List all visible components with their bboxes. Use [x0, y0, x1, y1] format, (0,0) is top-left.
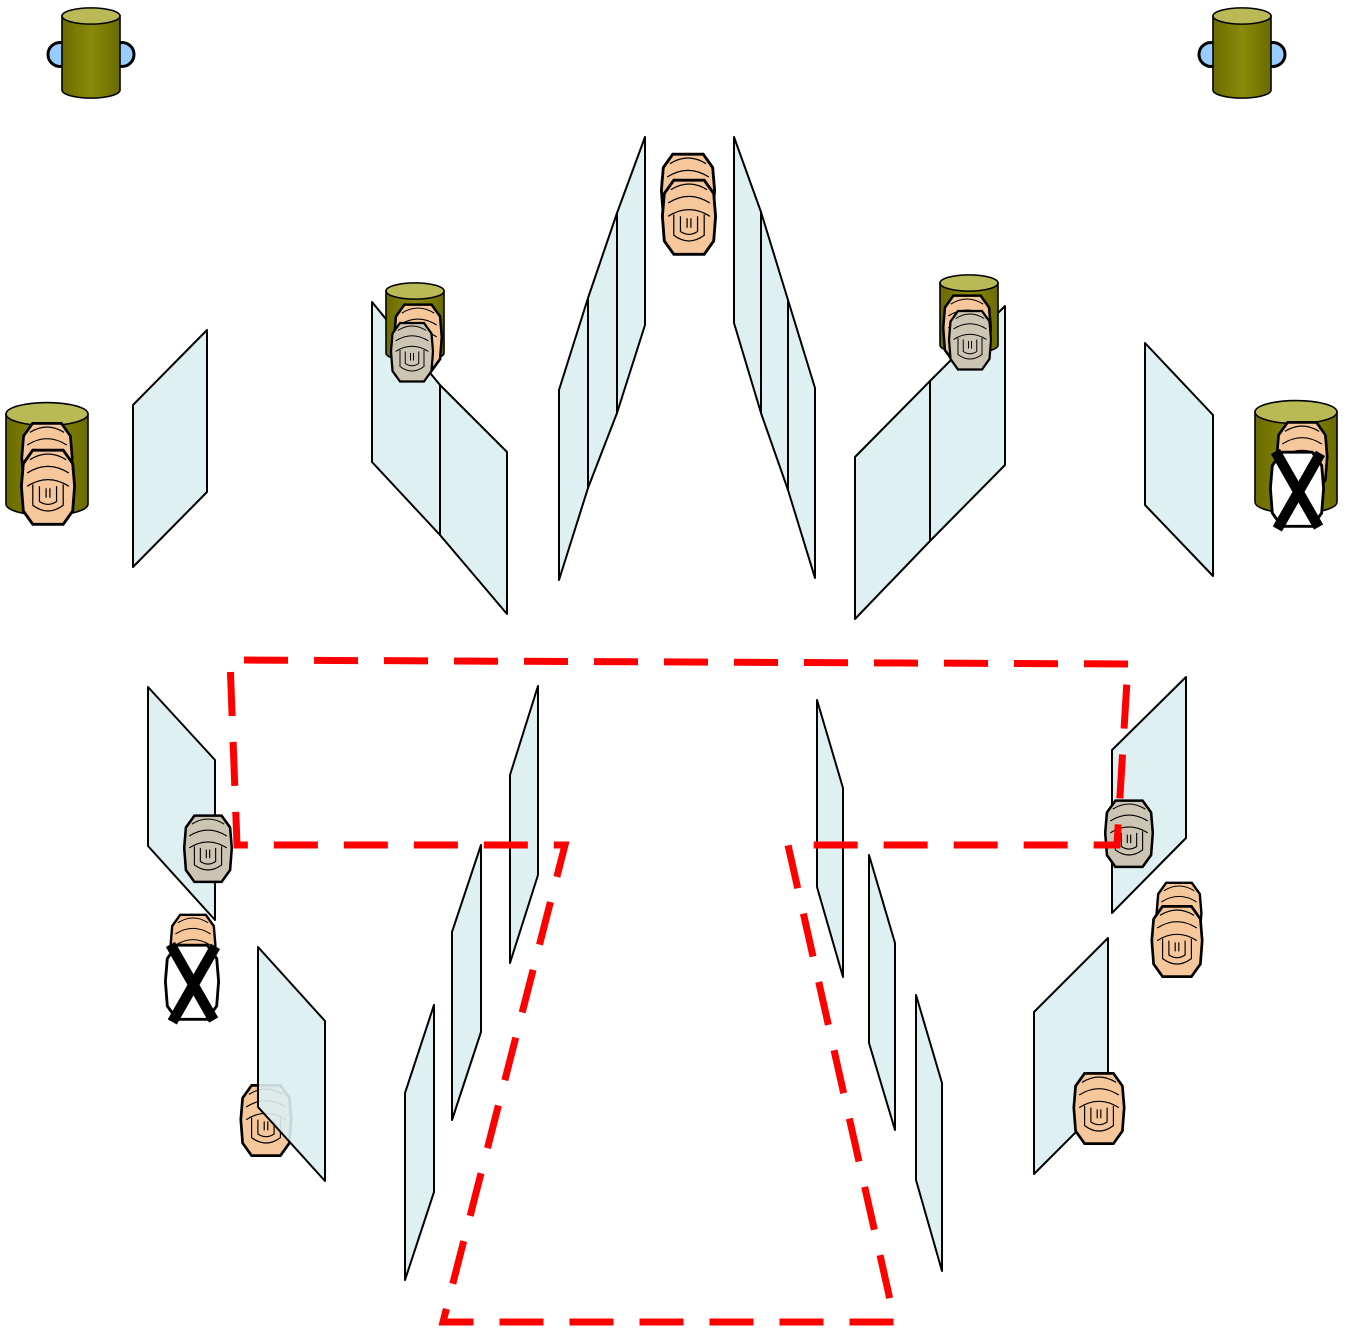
barrel-with-knobs-icon: [48, 8, 134, 98]
head-icon: [21, 450, 74, 524]
glass-pane: [588, 213, 617, 488]
glass-pane: [148, 687, 215, 920]
ghost-head-icon: [391, 323, 433, 382]
barrel-top: [386, 283, 444, 299]
barrel-top: [940, 275, 998, 291]
glass-pane: [510, 686, 538, 963]
glass-pane: [617, 137, 645, 413]
dashed-outline: [230, 660, 1128, 1322]
glass-pane: [855, 381, 930, 619]
barrel-top: [1255, 401, 1337, 424]
glass-pane: [559, 298, 588, 580]
head-icon: [1152, 906, 1202, 976]
glass-pane: [405, 1005, 434, 1280]
glass-pane: [817, 700, 843, 977]
ghost-head-icon: [949, 311, 991, 370]
head-icon: [662, 180, 715, 254]
glass-pane: [1145, 343, 1213, 576]
head-icon: [1074, 1073, 1124, 1143]
barrel-body: [1213, 16, 1271, 98]
barrel-top: [62, 8, 120, 24]
glass-pane: [761, 212, 788, 490]
ghost-head-icon: [1105, 801, 1153, 867]
glass-pane: [452, 845, 481, 1120]
barrel-with-knobs-icon: [1199, 8, 1285, 98]
barrel-body: [62, 16, 120, 98]
ghost-head-icon: [184, 816, 232, 882]
glass-pane: [734, 137, 761, 413]
barrel-top: [1213, 8, 1271, 24]
heads: [21, 154, 1327, 1155]
crossed-out-head-icon: [1270, 452, 1323, 526]
glass-pane: [133, 330, 207, 567]
glass-pane: [440, 385, 507, 614]
barrel-top: [6, 403, 88, 426]
glass-pane: [788, 300, 815, 578]
glass-pane: [916, 995, 942, 1271]
crossed-out-head-icon: [165, 945, 218, 1019]
glass-pane: [869, 855, 895, 1130]
